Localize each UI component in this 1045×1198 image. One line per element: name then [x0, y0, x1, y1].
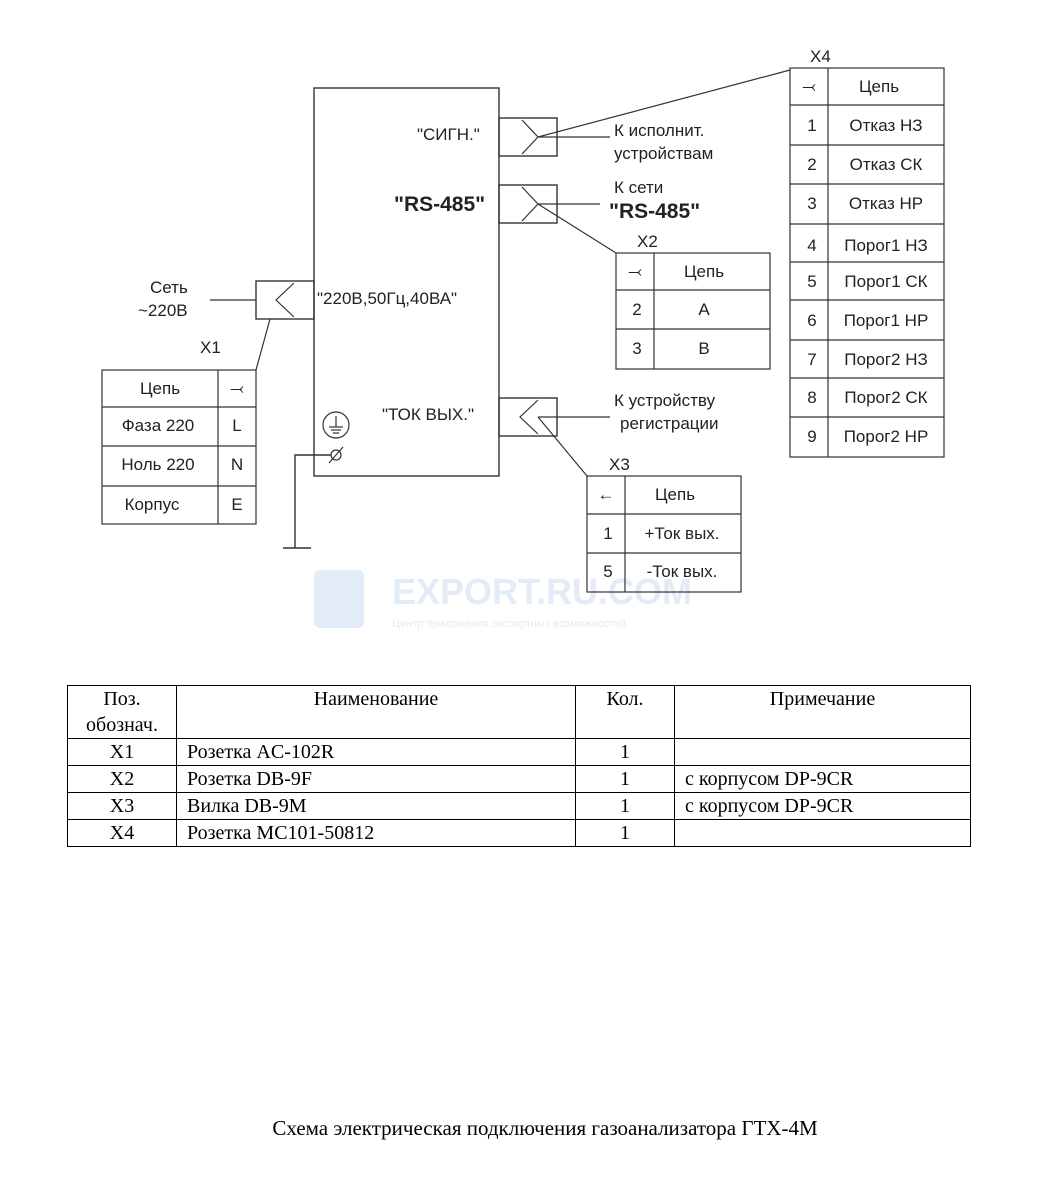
x1-header-circuit: Цепь	[140, 379, 180, 398]
row-name: Розетка MC101-50812	[176, 819, 576, 847]
watermark-logo-icon	[314, 570, 364, 628]
x4-row2-contact: 2	[807, 155, 816, 174]
mains-label-line1: Сеть	[150, 278, 188, 297]
x3-header-circuit: Цепь	[655, 485, 695, 504]
x3-header-contact-icon: ←	[598, 485, 615, 504]
x4-pinout-table: X4 ⤙ Цепь 1 Отказ НЗ 2 Отказ СК 3 Отказ …	[789, 47, 945, 458]
diagram-caption: Схема электрическая подключения газоанал…	[272, 1116, 818, 1140]
row-quantity: 1	[575, 792, 675, 820]
x1-row1-circuit: Фаза 220	[122, 416, 195, 435]
x1-pinout-table: X1 Цепь ⤙ Фаза 220 L Ноль 220 N Корпус E	[101, 338, 257, 525]
to-actuators-line2: устройствам	[614, 144, 713, 163]
x3-label: X3	[609, 455, 630, 474]
x4-row8-circuit: Порог2 СК	[844, 388, 927, 407]
x2-label: X2	[637, 232, 658, 251]
row-quantity: 1	[575, 765, 675, 793]
x4-row2-circuit: Отказ СК	[850, 155, 923, 174]
watermark-subtitle: Центр приложения экспортных возможностей	[392, 618, 626, 630]
row-note	[674, 819, 971, 847]
row-name: Вилка DB-9M	[176, 792, 576, 820]
row-note: с корпусом DP-9CR	[674, 792, 971, 820]
x3-pinout-table: X3 ← Цепь 1 +Ток вых. 5 -Ток вых.	[586, 455, 742, 593]
x2-row2-contact: 3	[632, 339, 641, 358]
mains-label-line2: ~220В	[138, 301, 188, 320]
x4-label: X4	[810, 47, 831, 66]
x1-header-contact-icon: ⤙	[230, 379, 244, 398]
row-name: Розетка AC-102R	[176, 738, 576, 766]
x2-header-circuit: Цепь	[684, 262, 724, 281]
signal-port-label: "СИГН."	[417, 125, 480, 144]
x4-row5-circuit: Порог1 СК	[844, 272, 927, 291]
to-recorder-line1: К устройству	[614, 391, 716, 410]
x2-header-contact-icon: ⤙	[628, 262, 642, 281]
x4-header-circuit: Цепь	[859, 77, 899, 96]
x4-row9-contact: 9	[807, 427, 816, 446]
x4-row4-contact: 4	[807, 236, 816, 255]
to-recorder-line2: регистрации	[620, 414, 719, 433]
x4-row3-circuit: Отказ НР	[849, 194, 923, 213]
x3-row2-contact: 5	[603, 562, 612, 581]
header-name: Наименование	[176, 685, 576, 739]
x4-row7-circuit: Порог2 НЗ	[844, 350, 928, 369]
table-row: X3 Вилка DB-9M 1 с корпусом DP-9CR	[67, 792, 971, 820]
row-position: X1	[67, 738, 177, 766]
x1-row2-circuit: Ноль 220	[121, 455, 194, 474]
x2-row1-circuit: A	[698, 300, 710, 319]
x1-row3-contact: E	[231, 495, 242, 514]
power-connector-icon	[255, 280, 315, 320]
watermark: EXPORT.RU.COM Центр приложения экспортны…	[314, 570, 692, 630]
x3-row1-contact: 1	[603, 524, 612, 543]
x1-label: X1	[200, 338, 221, 357]
row-name: Розетка DB-9F	[176, 765, 576, 793]
row-position: X3	[67, 792, 177, 820]
to-actuators-line1: К исполнит.	[614, 121, 704, 140]
row-position: X2	[67, 765, 177, 793]
table-row: X1 Розетка AC-102R 1	[67, 738, 971, 766]
x4-row3-contact: 3	[807, 194, 816, 213]
header-note: Примечание	[674, 685, 971, 739]
row-note: с корпусом DP-9CR	[674, 765, 971, 793]
current-port-label: "ТОК ВЫХ."	[382, 405, 474, 424]
row-quantity: 1	[575, 738, 675, 766]
x3-row1-circuit: +Ток вых.	[644, 524, 719, 543]
table-header-row: Поз.обознач. Наименование Кол. Примечани…	[67, 685, 971, 739]
x1-row2-contact: N	[231, 455, 243, 474]
parts-list-table: Поз.обознач. Наименование Кол. Примечани…	[67, 685, 971, 847]
header-position: Поз.обознач.	[67, 685, 177, 739]
row-position: X4	[67, 819, 177, 847]
x2-row2-circuit: B	[698, 339, 709, 358]
x4-row5-contact: 5	[807, 272, 816, 291]
rs485-port-label: "RS-485"	[394, 193, 485, 216]
x4-row6-circuit: Порог1 НР	[844, 311, 929, 330]
x4-row1-contact: 1	[807, 116, 816, 135]
x1-row3-circuit: Корпус	[125, 495, 180, 514]
x3-row2-circuit: -Ток вых.	[647, 562, 718, 581]
power-port-label: "220В,50Гц,40ВА"	[317, 289, 457, 308]
to-network-line2: "RS-485"	[609, 200, 700, 223]
table-row: X2 Розетка DB-9F 1 с корпусом DP-9CR	[67, 765, 971, 793]
x4-row9-circuit: Порог2 НР	[844, 427, 929, 446]
x4-header-contact-icon: ⤙	[802, 77, 816, 96]
connection-diagram: EXPORT.RU.COM Центр приложения экспортны…	[101, 47, 945, 630]
row-quantity: 1	[575, 819, 675, 847]
x4-row6-contact: 6	[807, 311, 816, 330]
x4-row7-contact: 7	[807, 350, 816, 369]
to-network-line1: К сети	[614, 178, 663, 197]
x2-pinout-table: X2 ⤙ Цепь 2 A 3 B	[615, 232, 771, 370]
x2-row1-contact: 2	[632, 300, 641, 319]
header-quantity: Кол.	[575, 685, 675, 739]
x4-row8-contact: 8	[807, 388, 816, 407]
x4-row1-circuit: Отказ НЗ	[849, 116, 922, 135]
row-note	[674, 738, 971, 766]
table-row: X4 Розетка MC101-50812 1	[67, 819, 971, 847]
x1-row1-contact: L	[232, 416, 241, 435]
x4-row4-circuit: Порог1 НЗ	[844, 236, 928, 255]
